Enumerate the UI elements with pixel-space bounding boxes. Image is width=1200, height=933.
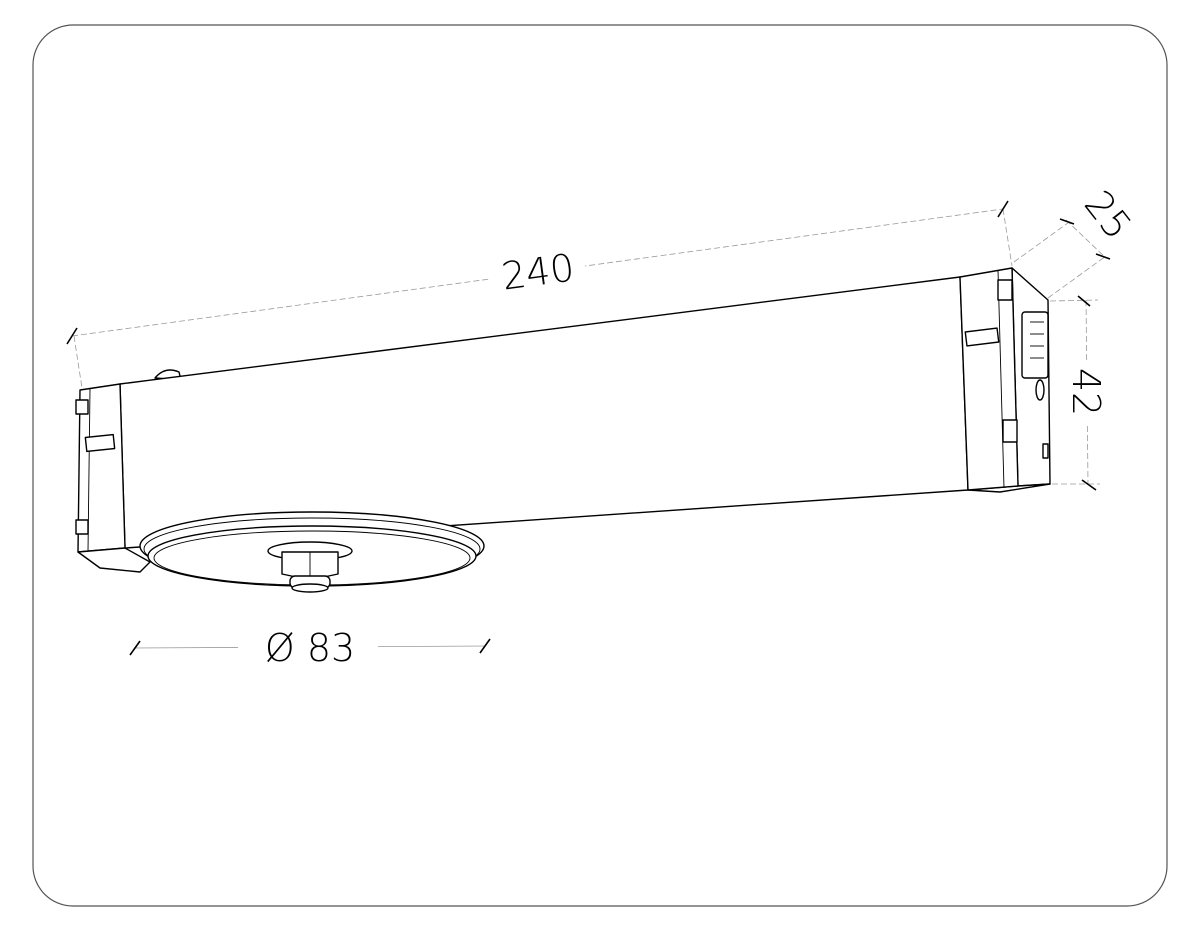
front-face — [119, 276, 969, 549]
dimension-height: 42 — [1049, 295, 1108, 491]
height-label: 42 — [1064, 368, 1108, 416]
frame-border — [32, 24, 1168, 907]
track-adapter-body — [75, 267, 1051, 593]
dimension-depth: 25 — [1013, 182, 1140, 299]
depth-label: 25 — [1076, 182, 1140, 247]
connector — [1021, 311, 1049, 379]
length-label: 240 — [499, 245, 577, 298]
right-end-cap — [959, 267, 1019, 491]
diameter-label: Ø 83 — [265, 626, 355, 670]
dimension-length: 240 — [66, 200, 1013, 389]
dimension-diameter: Ø 83 — [129, 626, 491, 670]
